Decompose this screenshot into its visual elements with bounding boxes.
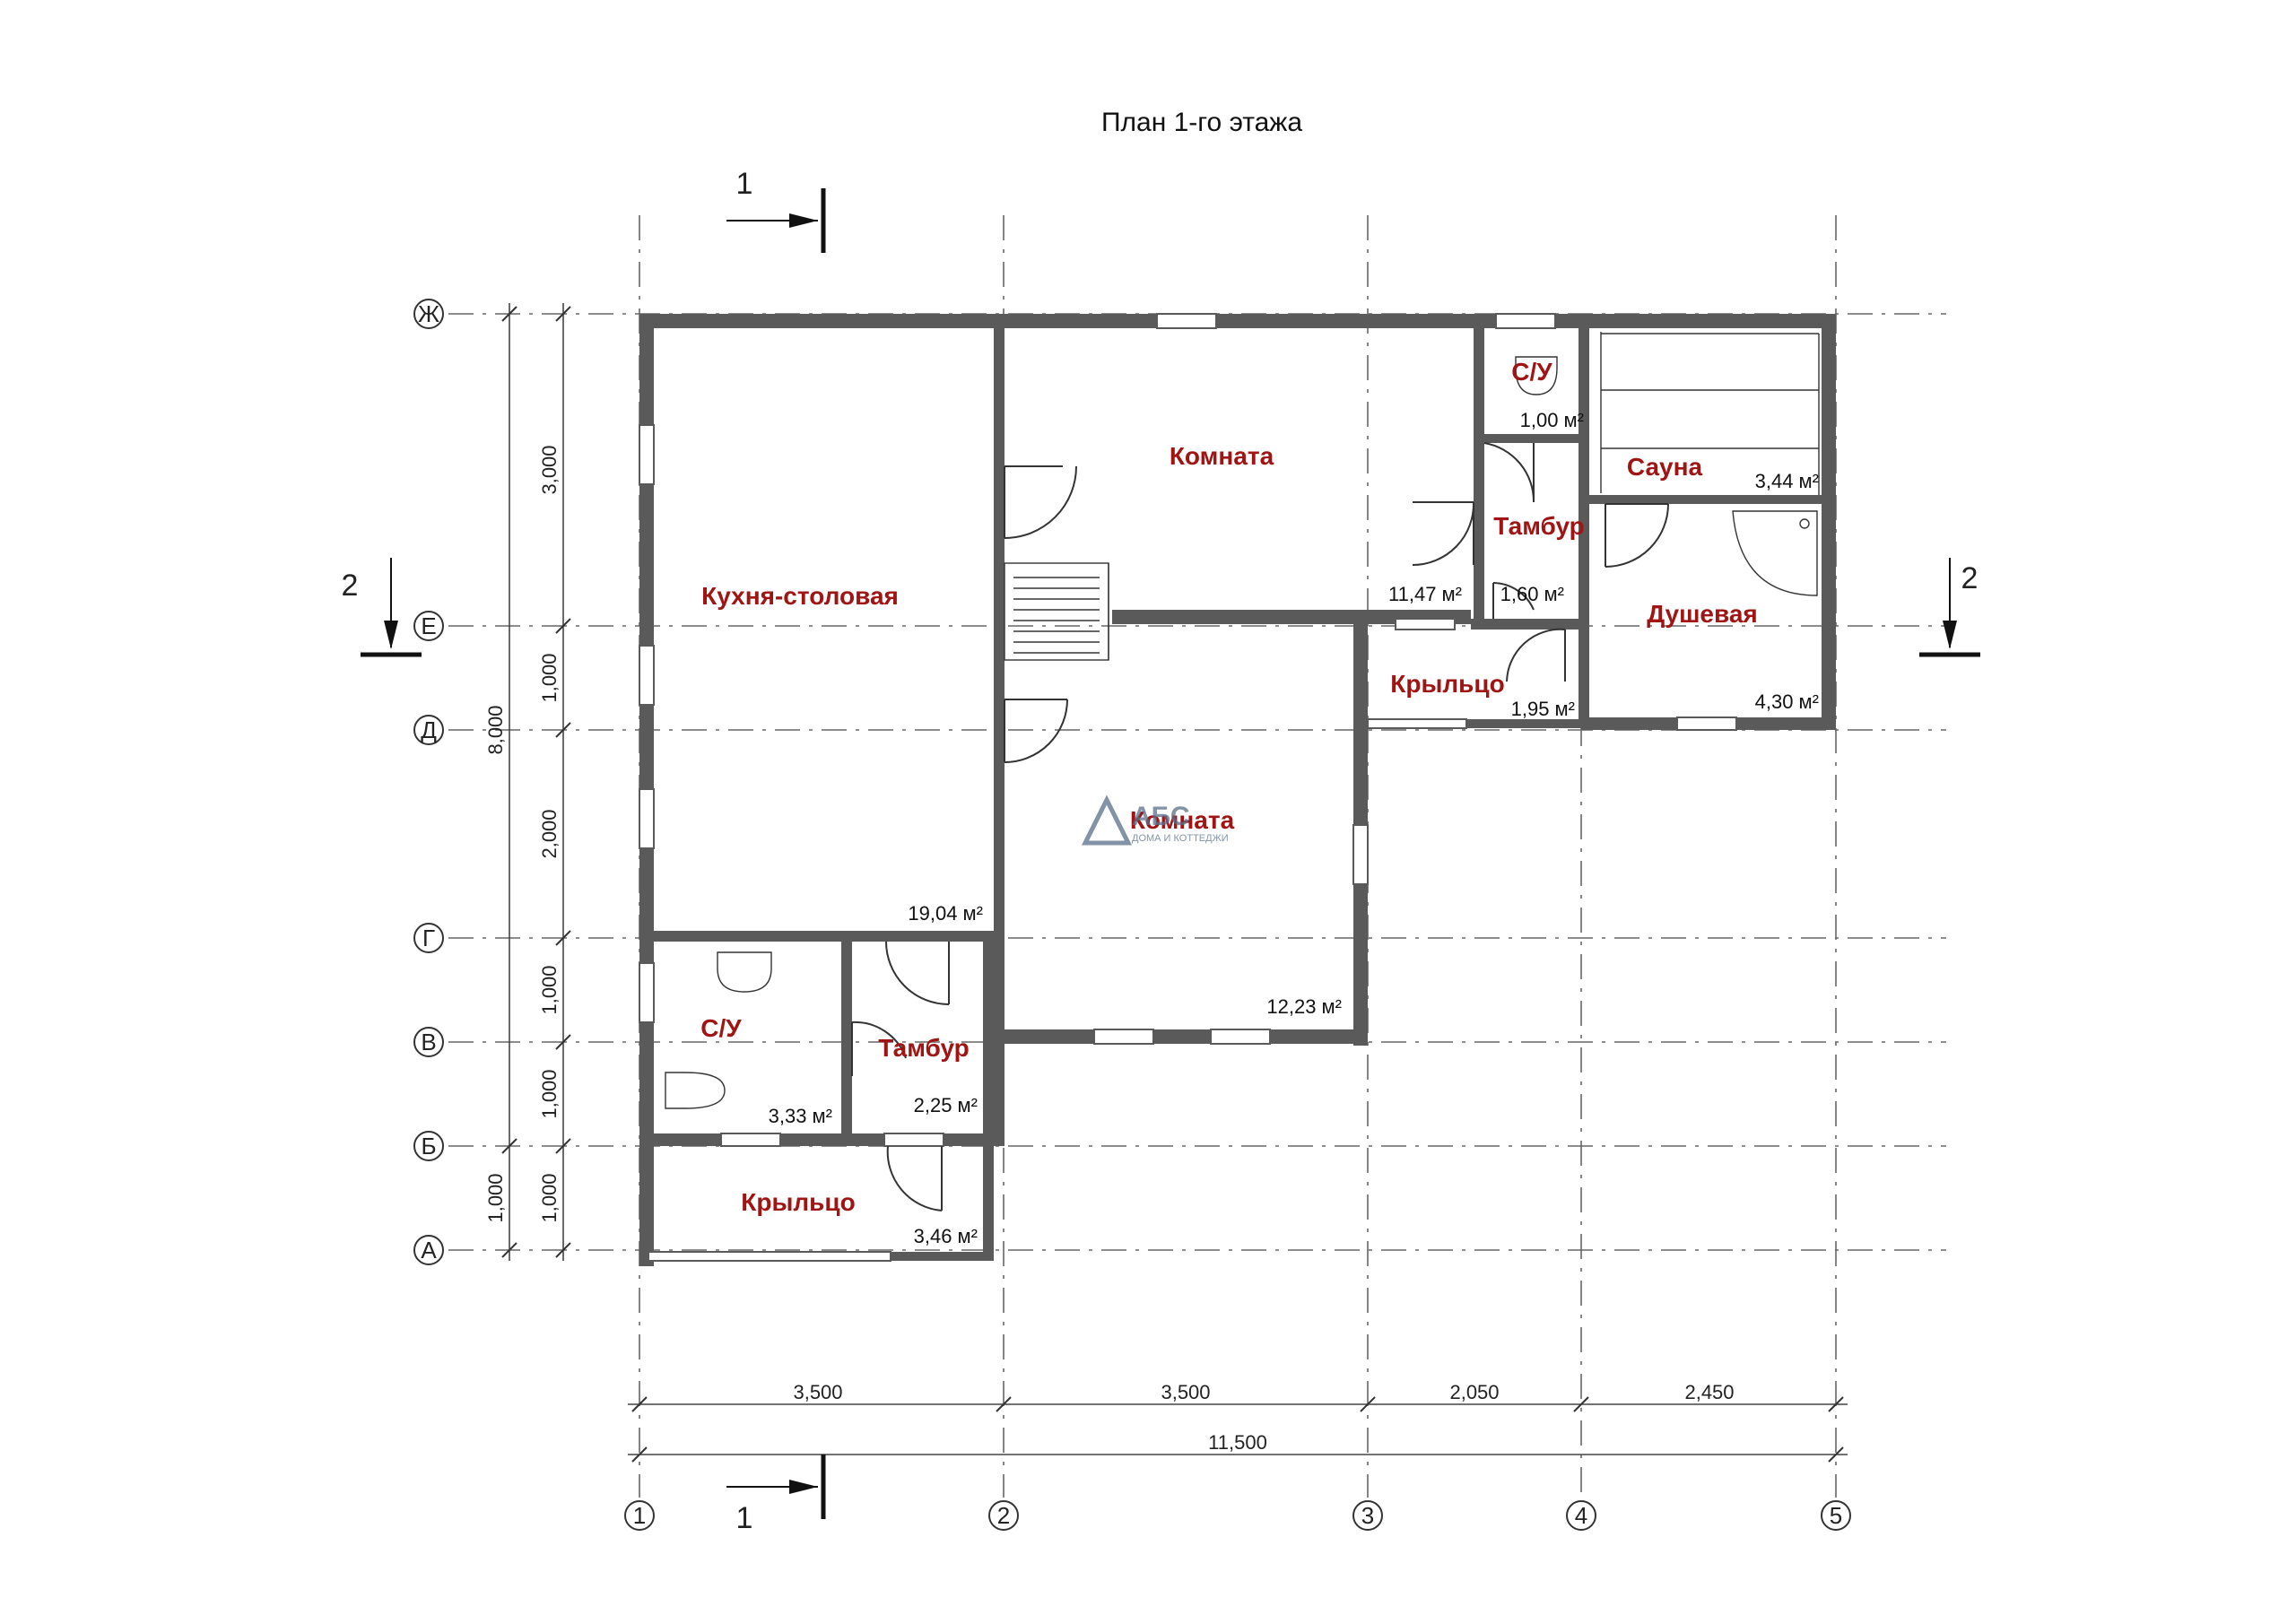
axis-label-1: 1 [633, 1502, 646, 1529]
axis-label-a: А [421, 1237, 437, 1264]
dim-left-outer-extra: 1,000 [484, 1173, 507, 1222]
dim-left-4: 1,000 [538, 965, 561, 1014]
room-name-shower: Душевая [1647, 600, 1758, 628]
room-name-porch-bottom: Крыльцо [741, 1188, 855, 1216]
doors [851, 442, 1669, 1211]
room-name-porch-right: Крыльцо [1390, 670, 1504, 698]
axis-label-3: 3 [1361, 1502, 1374, 1529]
plan-title: План 1-го этажа [1101, 108, 1302, 137]
dim-left-6: 1,000 [538, 1173, 561, 1222]
axis-label-e: Е [421, 612, 436, 639]
watermark-sub: ДОМА И КОТТЕДЖИ [1132, 833, 1229, 844]
grid-lines-vertical [639, 215, 1837, 1498]
axis-label-zh: Ж [418, 300, 439, 327]
watermark-brand: АБС [1132, 802, 1190, 831]
room-area-wc-top: 1,00 м² [1520, 409, 1584, 431]
room-area-room-top: 11,47 м² [1388, 583, 1462, 605]
room-name-room-top: Комната [1170, 442, 1274, 470]
axis-label-v: В [421, 1029, 436, 1055]
axis-label-g: Г [422, 925, 435, 951]
dim-left-5: 1,000 [538, 1069, 561, 1118]
windows [639, 313, 1737, 1262]
section-label-2-right: 2 [1961, 561, 1979, 595]
dim-left-3: 2,000 [538, 809, 561, 858]
stairs [1004, 562, 1109, 661]
room-area-kitchen: 19,04 м² [908, 902, 983, 925]
dim-left-total: 8,000 [484, 705, 507, 754]
room-area-room-center: 12,23 м² [1266, 995, 1342, 1018]
room-name-sauna: Сауна [1627, 453, 1703, 481]
room-area-sauna: 3,44 м² [1755, 470, 1819, 492]
fixtures [665, 332, 1820, 1109]
axis-label-5: 5 [1830, 1502, 1842, 1529]
room-area-tambur-bottom: 2,25 м² [914, 1094, 978, 1116]
axis-markers-vertical: 1 2 3 4 5 [624, 1500, 1851, 1531]
axis-label-b: Б [421, 1133, 436, 1159]
room-name-wc-top: С/У [1511, 358, 1552, 386]
axis-label-d: Д [421, 716, 437, 743]
dimension-chain-left: 3,000 1,000 2,000 1,000 1,000 1,000 8,00… [484, 303, 571, 1261]
section-marker-1: 1 1 [726, 167, 826, 1535]
room-name-wc-bottom: С/У [700, 1014, 742, 1042]
room-name-kitchen: Кухня-столовая [701, 582, 899, 610]
room-area-porch-bottom: 3,46 м² [914, 1225, 978, 1247]
dim-left-2: 1,000 [538, 653, 561, 702]
section-marker-2: 2 2 [342, 558, 1980, 657]
axis-label-4: 4 [1575, 1502, 1587, 1529]
room-name-tambur-top: Тамбур [1493, 512, 1585, 540]
axis-label-2: 2 [997, 1502, 1010, 1529]
room-name-tambur-bottom: Тамбур [878, 1034, 970, 1062]
dim-bottom-3: 2,050 [1449, 1381, 1499, 1403]
section-label-1-bottom: 1 [736, 1501, 753, 1535]
dim-bottom-2: 3,500 [1161, 1381, 1210, 1403]
dimension-chain-bottom: 3,500 3,500 2,050 2,450 11,500 [628, 1381, 1848, 1463]
room-area-wc-bottom: 3,33 м² [769, 1105, 832, 1127]
watermark-logo: АБС ДОМА И КОТТЕДЖИ [1081, 795, 1229, 846]
section-label-1-top: 1 [736, 167, 753, 201]
axis-markers-horizontal: Ж Е Д Г В Б А [413, 299, 444, 1265]
room-area-shower: 4,30 м² [1755, 690, 1819, 713]
dim-bottom-total: 11,500 [1208, 1431, 1267, 1454]
dim-bottom-1: 3,500 [793, 1381, 842, 1403]
section-label-2-left: 2 [342, 569, 359, 603]
room-area-tambur-top: 1,60 м² [1500, 583, 1564, 605]
room-name-room-center: Комната [1130, 806, 1235, 834]
dim-left-1: 3,000 [538, 445, 561, 494]
room-area-porch-right: 1,95 м² [1511, 698, 1575, 720]
room-labels: Кухня-столовая 19,04 м² Комната 11,47 м²… [700, 358, 1819, 1247]
dim-bottom-4: 2,450 [1684, 1381, 1734, 1403]
